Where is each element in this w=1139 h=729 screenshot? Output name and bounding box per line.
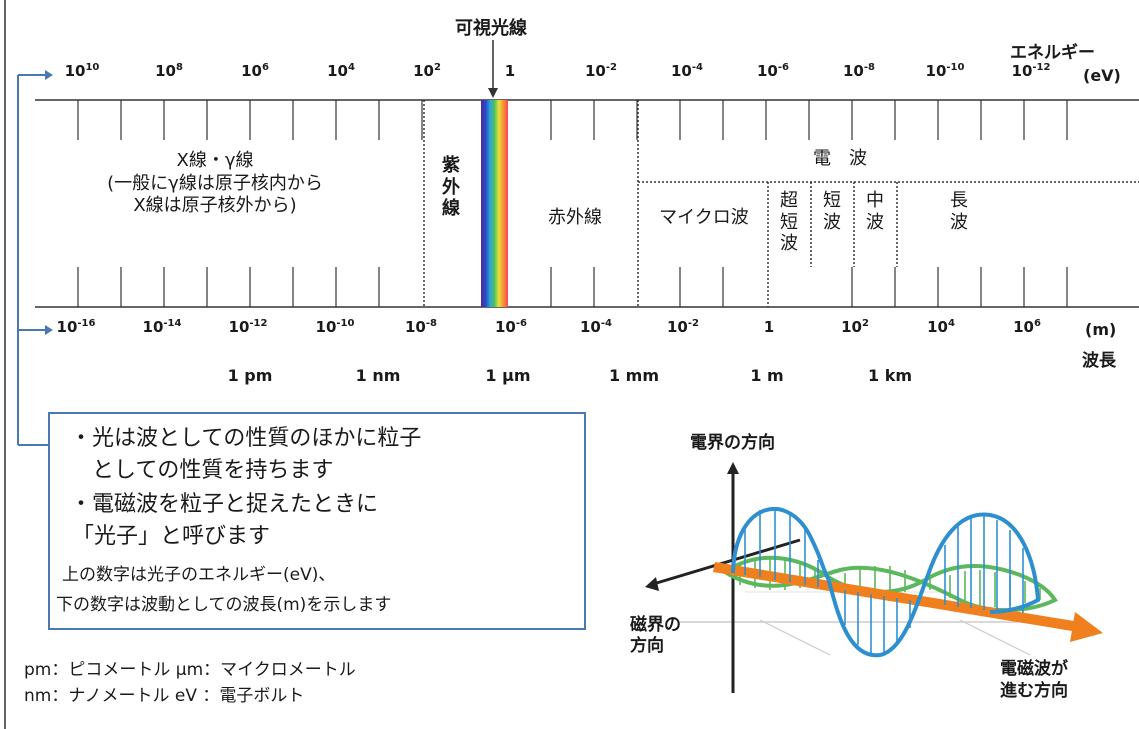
band-radio: 電 波: [813, 148, 867, 169]
legend-line-1: pm：ピコメートル μm：マイクロメートル: [24, 660, 356, 680]
note-line-5: 上の数字は光子のエネルギー(eV)、: [62, 565, 336, 585]
em-wave-figure: [645, 462, 1103, 693]
wavelength-tick-4: 10-8: [405, 318, 437, 336]
unit-um: 1 μm: [485, 366, 531, 385]
visible-spectrum-bar: [481, 100, 508, 307]
energy-tick-2: 106: [241, 62, 269, 80]
notes-box: ・光は波としての性質のほかに粒子 としての性質を持ちます ・電磁波を粒子と捉えた…: [48, 412, 586, 630]
energy-tick-4: 102: [413, 62, 441, 80]
unit-km: 1 km: [867, 366, 912, 385]
wavelength-tick-3: 10-10: [315, 318, 355, 336]
top-ticks: [77, 100, 1068, 140]
wavelength-tick-0: 10-16: [56, 318, 96, 336]
visible-light-title: 可視光線: [455, 18, 527, 39]
wavelength-unit-label: (m): [1085, 320, 1117, 339]
wavelength-tick-10: 104: [927, 318, 955, 336]
band-shortwave: 短波: [823, 190, 841, 233]
unit-m: 1 m: [750, 366, 784, 385]
legend-line-2: nm：ナノメートル eV ：電子ボルト: [24, 686, 305, 706]
wavelength-axis-label: 波長: [1082, 351, 1116, 371]
band-xray-gamma: X線・γ線 (一般にγ線は原子核内から X線は原子核外から): [107, 150, 323, 216]
energy-unit-label: (eV): [1083, 66, 1121, 85]
energy-tick-11: 10-12: [1011, 62, 1051, 80]
electric-field-label: 電界の方向: [690, 433, 775, 453]
unit-mm: 1 mm: [608, 366, 660, 385]
energy-tick-10: 10-10: [925, 62, 965, 80]
note-line-2: としての性質を持ちます: [92, 458, 334, 483]
wavelength-tick-1: 10-14: [142, 318, 182, 336]
energy-tick-3: 104: [327, 62, 355, 80]
note-line-3: ・電磁波を粒子と捉えたときに: [70, 492, 379, 517]
energy-tick-8: 10-6: [757, 62, 789, 80]
energy-tick-0: 1010: [64, 62, 100, 80]
propagation-label: 電磁波が 進む方向: [1000, 659, 1068, 702]
wavelength-tick-8: 1: [763, 318, 775, 336]
unit-pm: 1 pm: [227, 366, 273, 385]
wavelength-tick-7: 10-2: [667, 318, 699, 336]
unit-nm: 1 nm: [355, 366, 401, 385]
wavelength-tick-9: 102: [841, 318, 869, 336]
band-uv: 紫外線: [442, 155, 460, 220]
wavelength-tick-6: 10-4: [580, 318, 612, 336]
band-mediumwave: 中波: [866, 190, 884, 233]
energy-tick-5: 1: [504, 62, 516, 80]
bottom-ticks: [77, 267, 1068, 307]
magnetic-field-label: 磁界の 方向: [630, 615, 681, 657]
energy-axis-label: エネルギー: [1010, 43, 1095, 63]
energy-tick-9: 10-8: [843, 62, 875, 80]
wavelength-tick-5: 10-6: [495, 318, 527, 336]
wavelength-tick-11: 106: [1013, 318, 1041, 336]
band-longwave: 長波: [950, 190, 968, 233]
energy-tick-1: 108: [155, 62, 183, 80]
band-microwave: マイクロ波: [659, 207, 749, 228]
note-line-1: ・光は波としての性質のほかに粒子: [70, 426, 422, 451]
energy-tick-7: 10-4: [671, 62, 703, 80]
wavelength-tick-2: 10-12: [228, 318, 268, 336]
band-infrared: 赤外線: [548, 207, 602, 228]
band-vhf: 超短波: [780, 190, 798, 255]
note-line-6: 下の数字は波動としての波長(m)を示します: [56, 595, 392, 615]
note-line-4: 「光子」と呼びます: [72, 524, 271, 549]
energy-tick-6: 10-2: [585, 62, 617, 80]
